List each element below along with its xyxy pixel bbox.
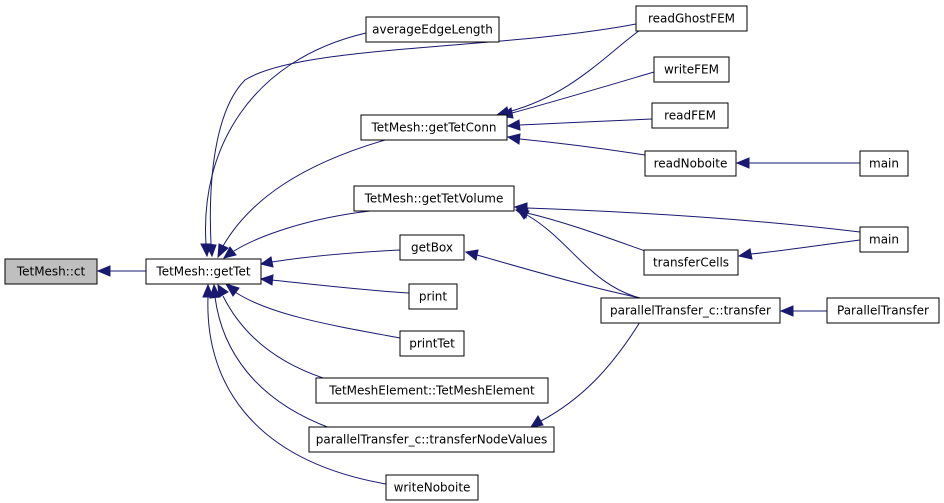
node-tetmesh-gettetvolume[interactable]: TetMesh::getTetVolume <box>353 185 515 212</box>
edge-transfer-to-transfernodevalues <box>540 321 641 422</box>
edge-readghostfem-to-gettetconn <box>507 29 641 113</box>
node-label-main-1: main <box>869 157 899 171</box>
arrowhead-gettetvolume-3 <box>515 208 530 220</box>
node-label-getbox: getBox <box>411 241 453 255</box>
node-label-writenoboite: writeNoboite <box>394 481 471 495</box>
edges-layer <box>96 23 861 485</box>
node-label-tetmesh-gettet: TetMesh::getTet <box>155 265 250 279</box>
node-tetmesh-gettet[interactable]: TetMesh::getTet <box>145 258 262 285</box>
node-label-tetmesh-gettetvolume: TetMesh::getTetVolume <box>364 192 504 206</box>
arrowhead-gettetconn-4 <box>506 133 521 145</box>
edge-main2-to-gettetvolume <box>526 207 861 233</box>
arrowhead-gettet-5 <box>259 256 274 268</box>
edge-averageedgelength-to-gettet <box>205 32 367 245</box>
node-printtet[interactable]: printTet <box>399 330 465 357</box>
node-label-tetmeshelement: TetMeshElement::TetMeshElement <box>328 384 535 398</box>
node-label-readghostfem: readGhostFEM <box>648 12 735 26</box>
arrowhead-gettet-2 <box>205 243 217 258</box>
arrowhead-gettet-10 <box>202 283 214 298</box>
node-tetmeshelement[interactable]: TetMeshElement::TetMeshElement <box>315 377 549 404</box>
arrowhead-getbox <box>464 249 479 261</box>
arrowhead-gettet-3 <box>217 243 229 259</box>
node-label-paralleltransfer: ParallelTransfer <box>837 304 929 318</box>
arrowhead-readnoboite <box>735 157 750 169</box>
nodes-layer: TetMesh::ct TetMesh::getTet averageEdgeL… <box>4 5 940 501</box>
node-transfercells[interactable]: transferCells <box>643 249 739 276</box>
node-writenoboite[interactable]: writeNoboite <box>385 474 479 501</box>
arrowhead-gettetconn-3 <box>506 119 521 131</box>
node-writefem[interactable]: writeFEM <box>653 56 730 83</box>
node-main-1[interactable]: main <box>859 150 909 177</box>
edge-readfem-to-gettetconn <box>519 118 653 126</box>
edge-print-to-gettet <box>271 279 410 294</box>
edge-gettetconn-to-gettet <box>222 139 386 247</box>
node-transfernodevalues[interactable]: parallelTransfer_c::transferNodeValues <box>308 426 555 453</box>
node-paralleltransfer[interactable]: ParallelTransfer <box>826 297 940 324</box>
arrowhead-transfer <box>779 305 794 317</box>
node-label-averageedgelength: averageEdgeLength <box>372 23 493 37</box>
edge-transfercells-to-gettetvolume <box>526 212 649 253</box>
node-label-writefem: writeFEM <box>664 63 719 77</box>
node-readfem[interactable]: readFEM <box>651 102 729 129</box>
node-averageedgelength[interactable]: averageEdgeLength <box>365 16 500 43</box>
node-main-2[interactable]: main <box>859 226 909 253</box>
edge-transfernodevalues-to-gettet <box>214 296 331 429</box>
node-label-main-2: main <box>869 233 899 247</box>
arrowhead-gettet-6 <box>259 274 274 286</box>
arrowhead-gettet-8 <box>217 283 229 298</box>
arrowhead-transfernodevalues <box>529 415 544 428</box>
node-paralleltransfer-c-transfer[interactable]: parallelTransfer_c::transfer <box>600 297 781 324</box>
edge-gettetvolume-to-gettet <box>233 210 371 252</box>
edge-tetmeshelement-to-gettet <box>222 295 324 379</box>
node-tetmesh-gettetconn[interactable]: TetMesh::getTetConn <box>360 114 508 141</box>
node-label-paralleltransfer-c-transfer: parallelTransfer_c::transfer <box>610 304 771 318</box>
node-label-printtet: printTet <box>409 337 455 351</box>
edge-writefem-to-gettetconn <box>511 71 655 114</box>
node-label-print: print <box>419 290 447 304</box>
edge-readnoboite-to-gettetconn <box>519 138 646 156</box>
edge-writenoboite-to-gettet <box>207 296 387 485</box>
node-readghostfem[interactable]: readGhostFEM <box>635 5 748 32</box>
arrowhead-transfercells <box>737 248 753 260</box>
edge-readghostfem-to-gettet <box>209 23 637 245</box>
node-label-tetmesh-gettetconn: TetMesh::getTetConn <box>370 121 496 135</box>
arrowhead-ct <box>96 265 111 277</box>
edge-getbox-to-gettet <box>271 249 401 263</box>
node-tetmesh-ct[interactable]: TetMesh::ct <box>4 258 98 285</box>
node-print[interactable]: print <box>408 283 458 310</box>
node-getbox[interactable]: getBox <box>399 234 465 261</box>
node-label-tetmesh-ct: TetMesh::ct <box>16 265 86 279</box>
edge-printtet-to-gettet <box>234 291 401 339</box>
node-label-transfernodevalues: parallelTransfer_c::transferNodeValues <box>316 433 548 447</box>
edge-transfer-to-getbox <box>476 254 641 299</box>
node-label-transfercells: transferCells <box>653 256 729 270</box>
node-label-readfem: readFEM <box>664 109 716 123</box>
node-readnoboite[interactable]: readNoboite <box>644 150 737 177</box>
edge-transfer-to-gettetvolume <box>526 214 641 299</box>
arrowhead-gettet-7 <box>224 283 240 297</box>
edge-main2-to-transfercells <box>750 239 861 255</box>
node-label-readnoboite: readNoboite <box>654 157 728 171</box>
arrowhead-gettet-4 <box>223 246 237 259</box>
